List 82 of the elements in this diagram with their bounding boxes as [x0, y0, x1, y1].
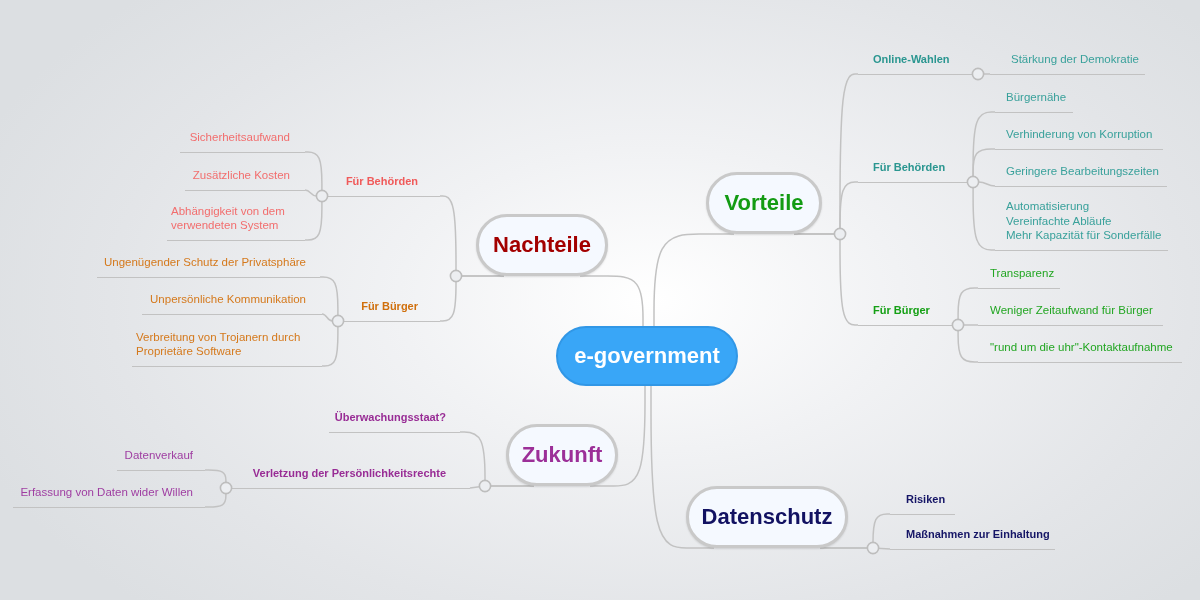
branch-line: [321, 313, 334, 322]
subtopic-label: Für Bürger: [873, 303, 931, 318]
detail-label: Bürgernähe: [1006, 90, 1068, 105]
detail-label: Automatisierung: [1006, 199, 1091, 214]
branch-line: [439, 275, 505, 322]
underlined-branch: [995, 199, 1168, 251]
detail-label: Unpersönliche Kommunikation: [149, 292, 306, 307]
underlined-branch: [858, 303, 953, 326]
branch-line: [957, 287, 979, 321]
underlined-branch: [858, 52, 973, 75]
central-topic-pill: [556, 326, 738, 386]
topic-pill: [476, 214, 608, 276]
subtopic-label: Für Bürger: [360, 299, 418, 314]
subtopic-label: Überwachungsstaat?: [333, 410, 446, 425]
underlined-branch: [343, 299, 440, 322]
branch-line: [819, 547, 891, 550]
underlined-branch: [995, 164, 1167, 187]
underlined-branch: [142, 292, 322, 315]
subtopic-label: Verletzung der Persönlichkeitsrechte: [251, 466, 446, 481]
branch-line: [204, 469, 227, 484]
branch-line: [304, 189, 318, 197]
underlined-branch: [990, 52, 1145, 75]
subtopic-label: Für Behörden: [873, 160, 947, 175]
subtopic-label: Maßnahmen zur Einhaltung: [906, 527, 1051, 542]
branch-line: [321, 325, 339, 367]
underlined-branch: [13, 485, 205, 508]
branch-line: [972, 148, 996, 178]
topic-pill: [706, 172, 822, 234]
branch-line: [653, 233, 735, 327]
branch-line: [204, 492, 227, 508]
underlined-branch: [185, 168, 305, 191]
branch-line: [304, 200, 323, 241]
detail-label: Ungenügender Schutz der Privatsphäre: [103, 255, 306, 270]
underlined-branch: [995, 90, 1073, 113]
detail-label: Mehr Kapazität für Sonderfälle: [1006, 228, 1163, 243]
underlined-branch: [97, 255, 320, 278]
underlined-branch: [327, 174, 440, 197]
underlined-branch: [231, 466, 470, 489]
branch-line: [650, 385, 715, 549]
topic-pill: [686, 486, 848, 548]
central-topic-title: e-government: [574, 343, 720, 369]
branch-line: [957, 329, 979, 363]
detail-label: Stärkung der Demokratie: [1011, 52, 1140, 67]
underlined-branch: [890, 527, 1055, 550]
detail-label: Verbreitung von Trojanern durch Proprietäre Software: [136, 329, 302, 359]
underlined-branch: [890, 492, 955, 515]
underlined-branch: [995, 127, 1163, 150]
branch-line: [977, 181, 996, 187]
branch-line: [589, 385, 646, 487]
detail-label: Zusätzliche Kosten: [191, 168, 290, 183]
underlined-branch: [978, 303, 1163, 326]
underlined-branch: [858, 160, 968, 183]
underlined-branch: [978, 266, 1060, 289]
branch-line: [319, 276, 339, 317]
topic-title: Vorteile: [724, 190, 804, 216]
topic-title: Datenschutz: [701, 504, 833, 530]
branch-line: [962, 324, 979, 326]
underlined-branch: [329, 410, 460, 433]
subtopic-label: Für Behörden: [344, 174, 418, 189]
branch-line: [469, 485, 535, 489]
detail-label: Erfassung von Daten wider Willen: [19, 485, 193, 500]
detail-label: Transparenz: [990, 266, 1056, 281]
detail-label: "rund um die uhr"-Kontaktaufnahme: [990, 340, 1174, 355]
detail-label: Abhängigkeit von dem verwendeten System: [171, 203, 286, 233]
detail-label: Verhinderung von Korruption: [1006, 127, 1154, 142]
subtopic-label: Risiken: [906, 492, 947, 507]
underlined-branch: [180, 130, 305, 153]
underlined-branch: [117, 448, 205, 471]
branch-line: [972, 186, 996, 251]
topic-title: Zukunft: [521, 442, 603, 468]
branch-line: [579, 275, 644, 327]
detail-label: Geringere Bearbeitungszeiten: [1006, 164, 1160, 179]
detail-label: Vereinfachte Abläufe: [1006, 213, 1113, 229]
topic-pill: [506, 424, 618, 486]
detail-label: Datenverkauf: [123, 448, 193, 463]
detail-label: Weniger Zeitaufwand für Bürger: [990, 303, 1154, 318]
underlined-branch: [978, 340, 1182, 363]
branch-line: [982, 73, 991, 75]
branch-line: [304, 151, 323, 192]
subtopic-label: Online-Wahlen: [873, 52, 951, 67]
topic-title: Nachteile: [493, 232, 591, 258]
detail-label: Sicherheitsaufwand: [188, 130, 290, 145]
